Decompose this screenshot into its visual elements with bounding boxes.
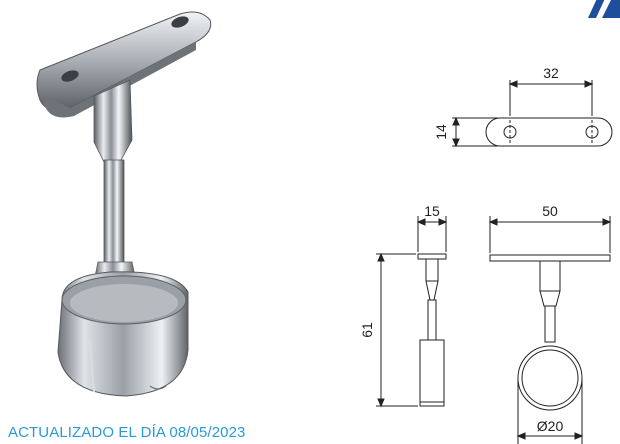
dimension-ring-diameter: Ø20 <box>537 418 564 434</box>
dimension-plate-width: 14 <box>433 124 449 140</box>
dimension-total-height: 61 <box>359 322 375 338</box>
technical-drawings: 32 14 15 61 50 Ø20 <box>359 65 613 444</box>
dimension-plate-length: 50 <box>542 203 558 219</box>
brand-logo <box>588 0 620 18</box>
product-photo <box>36 11 212 397</box>
top-view-plate <box>452 80 613 148</box>
update-date-text: ACTUALIZADO EL DÍA 08/05/2023 <box>8 424 246 441</box>
dimension-hole-spacing: 32 <box>543 65 559 81</box>
dimension-side-width: 15 <box>424 203 440 219</box>
front-view <box>488 216 612 444</box>
side-view <box>376 216 448 408</box>
